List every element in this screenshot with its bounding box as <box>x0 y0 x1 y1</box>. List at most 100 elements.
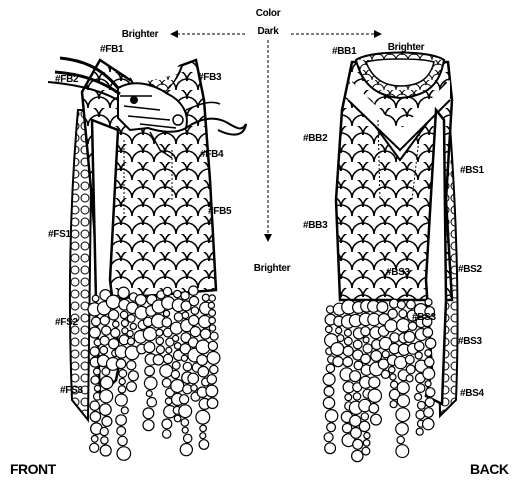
bead <box>147 398 156 407</box>
bead <box>404 331 415 342</box>
label-fb4: #FB4 <box>200 149 224 160</box>
bead <box>208 341 217 350</box>
bead <box>200 425 207 432</box>
bead <box>416 428 423 435</box>
bead <box>91 436 98 443</box>
bead <box>115 394 127 406</box>
bead <box>425 398 434 407</box>
bead <box>343 346 353 356</box>
bead <box>323 397 334 408</box>
bead <box>102 416 112 426</box>
bead <box>381 370 389 378</box>
bead <box>144 377 157 390</box>
bead <box>425 357 434 366</box>
bead <box>207 398 218 409</box>
bead <box>325 443 336 454</box>
bead <box>117 447 131 461</box>
bead <box>116 415 127 426</box>
bead <box>406 375 413 382</box>
legend-color-label: Color <box>256 8 281 19</box>
bead <box>163 310 169 316</box>
bead <box>90 443 99 452</box>
label-fs2: #FS2 <box>55 317 78 328</box>
bead <box>390 333 400 343</box>
bead <box>173 335 179 341</box>
bead <box>189 286 198 295</box>
bead <box>369 404 379 414</box>
bead <box>210 332 218 340</box>
bead <box>191 385 197 391</box>
bead <box>127 361 136 370</box>
bead <box>117 427 126 436</box>
bead <box>100 316 109 325</box>
bead <box>181 355 187 361</box>
back-dress <box>323 53 457 462</box>
bead <box>390 401 397 408</box>
bead <box>90 401 99 410</box>
bead <box>166 347 172 353</box>
bead <box>208 302 214 308</box>
label-fb1: #FB1 <box>100 44 124 55</box>
bead <box>416 384 425 393</box>
bead <box>361 327 370 336</box>
bead <box>423 328 433 338</box>
bead <box>415 342 424 351</box>
bead <box>118 436 127 445</box>
bead <box>121 407 128 414</box>
bead <box>363 344 372 353</box>
bead <box>143 420 154 431</box>
bead <box>128 371 138 381</box>
bead <box>344 337 352 345</box>
bead <box>385 320 397 332</box>
bead <box>92 317 101 326</box>
bead <box>100 445 111 456</box>
bead <box>202 294 209 301</box>
bead <box>350 371 361 382</box>
bead <box>397 436 404 443</box>
bead <box>371 414 382 425</box>
bead <box>368 389 381 402</box>
bead <box>325 410 337 422</box>
bead <box>415 393 422 400</box>
bead <box>102 326 111 335</box>
bead <box>181 292 189 300</box>
bead <box>100 336 109 345</box>
bead <box>362 447 370 455</box>
bead <box>207 375 216 384</box>
bead <box>119 370 127 378</box>
bead <box>209 310 216 317</box>
label-fs3: #FS3 <box>60 385 83 396</box>
bead <box>377 302 388 313</box>
bead <box>423 368 435 380</box>
bead <box>425 299 432 306</box>
bead <box>143 408 154 419</box>
bead <box>425 381 431 387</box>
bead <box>363 440 370 447</box>
bead <box>361 354 371 364</box>
bead <box>425 338 435 348</box>
bead <box>118 386 125 393</box>
bead <box>101 376 113 388</box>
bead <box>165 398 172 405</box>
front-view-label: FRONT <box>10 461 57 477</box>
bead <box>100 346 108 354</box>
bead <box>189 315 199 325</box>
bead <box>89 327 100 338</box>
bead <box>174 415 181 422</box>
bead <box>111 328 120 337</box>
bead <box>183 362 192 371</box>
bead <box>399 310 407 318</box>
bead <box>426 388 435 397</box>
bead <box>415 352 422 359</box>
bead <box>425 350 432 357</box>
bead <box>363 337 369 343</box>
bead <box>156 337 163 344</box>
bead <box>326 364 334 372</box>
bead <box>206 385 218 397</box>
bead <box>188 373 199 384</box>
bead <box>331 343 344 356</box>
legend-left-label: Brighter <box>122 29 159 40</box>
bead <box>174 290 181 297</box>
bead <box>162 378 171 387</box>
